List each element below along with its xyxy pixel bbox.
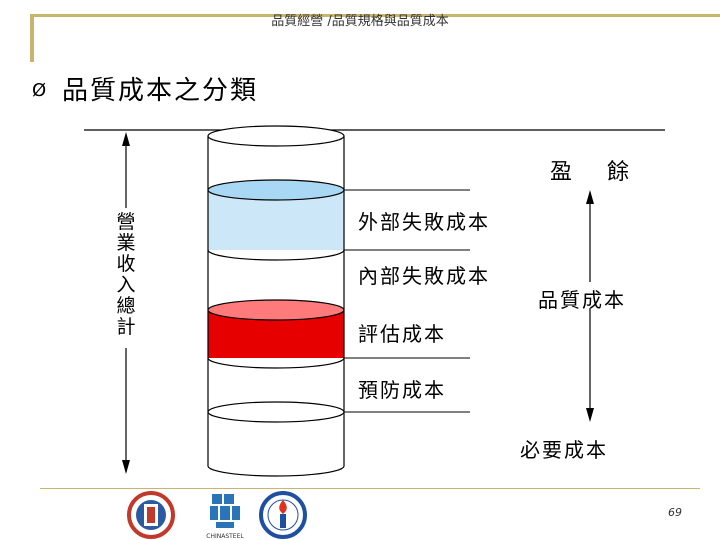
chinasteel-logo-icon: CHINASTEEL <box>206 494 244 540</box>
profit-label: 盈 餘 <box>550 160 631 185</box>
slide-title: 品質成本之分類 <box>62 76 259 106</box>
necessary-cost-label: 必要成本 <box>520 438 608 462</box>
internal-failure-label: 內部失敗成本 <box>358 264 490 288</box>
footer-rule <box>40 488 700 489</box>
slide-header: 品質經營 /品質規格與品質成本 <box>271 14 449 29</box>
appraisal-label: 評估成本 <box>358 322 446 346</box>
total-revenue-arrow <box>110 132 142 474</box>
cylinder <box>207 125 345 477</box>
bullet-arrow-icon: Ø <box>32 80 47 101</box>
page-number: 69 <box>668 506 682 519</box>
taiwan-school-logo-icon <box>127 491 175 539</box>
torch-logo-icon <box>259 491 307 539</box>
frame-top-rule <box>30 14 720 17</box>
frame-left-rule <box>30 14 34 62</box>
quality-cost-arrow <box>560 190 630 422</box>
prevention-label: 預防成本 <box>358 378 446 402</box>
total-revenue-label: 營 業 收 入 總 計 <box>116 211 136 338</box>
quality-cost-label: 品質成本 <box>538 288 626 312</box>
svg-text:CHINASTEEL: CHINASTEEL <box>206 533 244 540</box>
external-failure-label: 外部失敗成本 <box>358 210 490 234</box>
